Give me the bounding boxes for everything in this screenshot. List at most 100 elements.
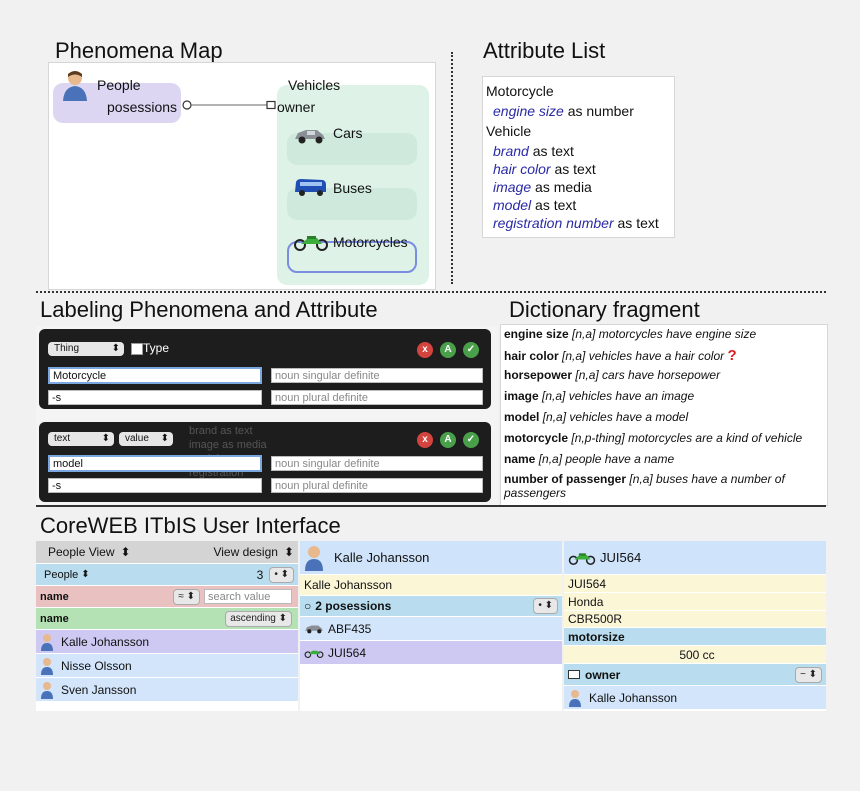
people-select[interactable]: People [44, 568, 79, 581]
posession-row[interactable]: ABF435 [300, 617, 562, 640]
attribute-list-title: Attribute List [483, 38, 606, 63]
attribute-row[interactable]: registration number as text [493, 215, 659, 231]
plural-placeholder-field[interactable]: noun plural definite [271, 478, 483, 493]
delete-button[interactable]: x [417, 342, 433, 358]
posessions-stepper[interactable]: • ⬍ [533, 598, 558, 614]
sort-order-select[interactable]: ascending ⬍ [225, 610, 292, 627]
buses-node[interactable] [287, 188, 417, 220]
kind-select[interactable]: value ⬍ [119, 432, 173, 446]
labeling-title: Labeling Phenomena and Attribute [40, 297, 378, 322]
motorcycle-icon [293, 233, 329, 251]
motorsize-value-row: 500 cc [564, 646, 826, 663]
dictionary-panel: engine size [n,a] motorcycles have engin… [500, 324, 828, 506]
count-stepper[interactable]: • ⬍ [269, 566, 294, 583]
singular-placeholder-field[interactable]: noun singular definite [271, 456, 483, 471]
dictionary-title: Dictionary fragment [509, 297, 700, 322]
person-name: Sven Jansson [61, 682, 137, 697]
motorsize-value: 500 cc [679, 647, 715, 662]
horizontal-divider [36, 291, 826, 293]
coreweb-title: CoreWEB ITbIS User Interface [40, 513, 341, 538]
vehicles-label: Vehicles [288, 77, 341, 93]
vehicle-header-reg: JUI564 [600, 550, 642, 565]
view-select[interactable]: People View [48, 545, 115, 559]
sort-field: name [40, 612, 69, 625]
vertical-divider [451, 52, 453, 284]
updown-icon: ⬍ [101, 433, 110, 444]
add-button[interactable]: A [440, 342, 456, 358]
search-input[interactable]: search value [204, 589, 292, 604]
delete-button[interactable]: x [417, 432, 433, 448]
attribute-row[interactable]: image as media [493, 179, 592, 195]
label-editor-thing: Thing ⬍ Type x A ✓ Motorcycle noun singu… [39, 329, 491, 409]
motorcycle-icon [304, 647, 324, 659]
filter-operator[interactable]: ≈ ⬍ [173, 588, 200, 605]
name-value-row: Kalle Johansson [300, 575, 562, 595]
vehicle-detail-panel: JUI564 JUI564 Honda CBR500R motorsize 50… [564, 541, 826, 711]
posessions-label: 2 posessions [315, 599, 392, 613]
owner-name: Kalle Johansson [589, 690, 678, 705]
model-row: CBR500R [564, 611, 826, 627]
model-value: CBR500R [568, 612, 623, 626]
filter-field: name [40, 590, 69, 603]
person-icon [40, 657, 54, 675]
updown-icon: ⬍ [283, 545, 294, 559]
owner-person-row[interactable]: Kalle Johansson [564, 686, 826, 709]
owner-label: owner [585, 667, 621, 682]
dictionary-entry: motorcycle [n,p-thing] motorcycles are a… [504, 431, 803, 445]
reg-row: JUI564 [564, 575, 826, 592]
motorsize-label: motorsize [568, 629, 625, 644]
dictionary-entry: engine size [n,a] motorcycles have engin… [504, 327, 757, 341]
person-name: Kalle Johansson [61, 634, 150, 649]
type-checkbox-label: Type [143, 341, 170, 355]
attribute-row[interactable]: brand as text [493, 143, 574, 159]
type-checkbox[interactable] [131, 343, 143, 355]
owner-row: owner − ⬍ [564, 664, 826, 685]
singular-input[interactable]: model [48, 455, 262, 472]
confirm-button[interactable]: ✓ [463, 342, 479, 358]
motorcycles-node[interactable] [287, 241, 417, 273]
person-icon [304, 545, 324, 571]
question-mark-icon: ? [727, 347, 737, 364]
motorcycle-icon [568, 551, 596, 565]
attribute-row[interactable]: model as text [493, 197, 577, 213]
plural-placeholder-field[interactable]: noun plural definite [271, 390, 483, 405]
person-row[interactable]: Sven Jansson [36, 678, 298, 701]
section-separator [36, 505, 826, 507]
circle-icon: ○ [304, 599, 312, 613]
square-icon [568, 670, 580, 679]
updown-icon: ⬍ [111, 343, 120, 354]
posession-reg: ABF435 [328, 621, 372, 636]
attribute-list-panel: Motorcycle engine size as number Vehicle… [482, 76, 675, 238]
owner-stepper[interactable]: − ⬍ [794, 666, 822, 683]
singular-placeholder-field[interactable]: noun singular definite [271, 368, 483, 383]
people-view-panel: People View ⬍ View design ⬍ People ⬍ 3 •… [36, 541, 298, 711]
labeling-panel: Thing ⬍ Type x A ✓ Motorcycle noun singu… [36, 326, 498, 506]
person-icon [40, 633, 54, 651]
view-header: People View ⬍ View design ⬍ [36, 541, 298, 563]
confirm-button[interactable]: ✓ [463, 432, 479, 448]
dictionary-entry: image [n,a] vehicles have an image [504, 389, 695, 403]
phenomena-map-title: Phenomena Map [55, 38, 223, 63]
car-icon [293, 127, 327, 145]
type-select[interactable]: Thing ⬍ [48, 342, 124, 356]
datatype-select[interactable]: text ⬍ [48, 432, 114, 446]
posession-row[interactable]: JUI564 [300, 641, 562, 664]
plural-input[interactable]: -s [48, 390, 262, 405]
vehicle-heading: Vehicle [486, 123, 532, 139]
motorcycles-label: Motorcycles [333, 234, 408, 250]
person-detail-panel: Kalle Johansson Kalle Johansson ○ 2 pose… [300, 541, 562, 711]
attribute-row[interactable]: hair color as text [493, 161, 596, 177]
view-design-button[interactable]: View design [213, 545, 278, 559]
add-button[interactable]: A [440, 432, 456, 448]
name-value: Kalle Johansson [304, 578, 393, 592]
dictionary-entry: horsepower [n,a] cars have horsepower [504, 368, 721, 382]
plural-input[interactable]: -s [48, 478, 262, 493]
singular-input[interactable]: Motorcycle [48, 367, 262, 384]
person-row[interactable]: Kalle Johansson [36, 630, 298, 653]
people-count-row: People ⬍ 3 • ⬍ [36, 564, 298, 585]
updown-icon: ⬍ [81, 569, 90, 580]
person-row[interactable]: Nisse Olsson [36, 654, 298, 677]
motorcycle-heading: Motorcycle [486, 83, 554, 99]
attribute-row[interactable]: engine size as number [493, 103, 634, 119]
person-icon [62, 69, 88, 101]
